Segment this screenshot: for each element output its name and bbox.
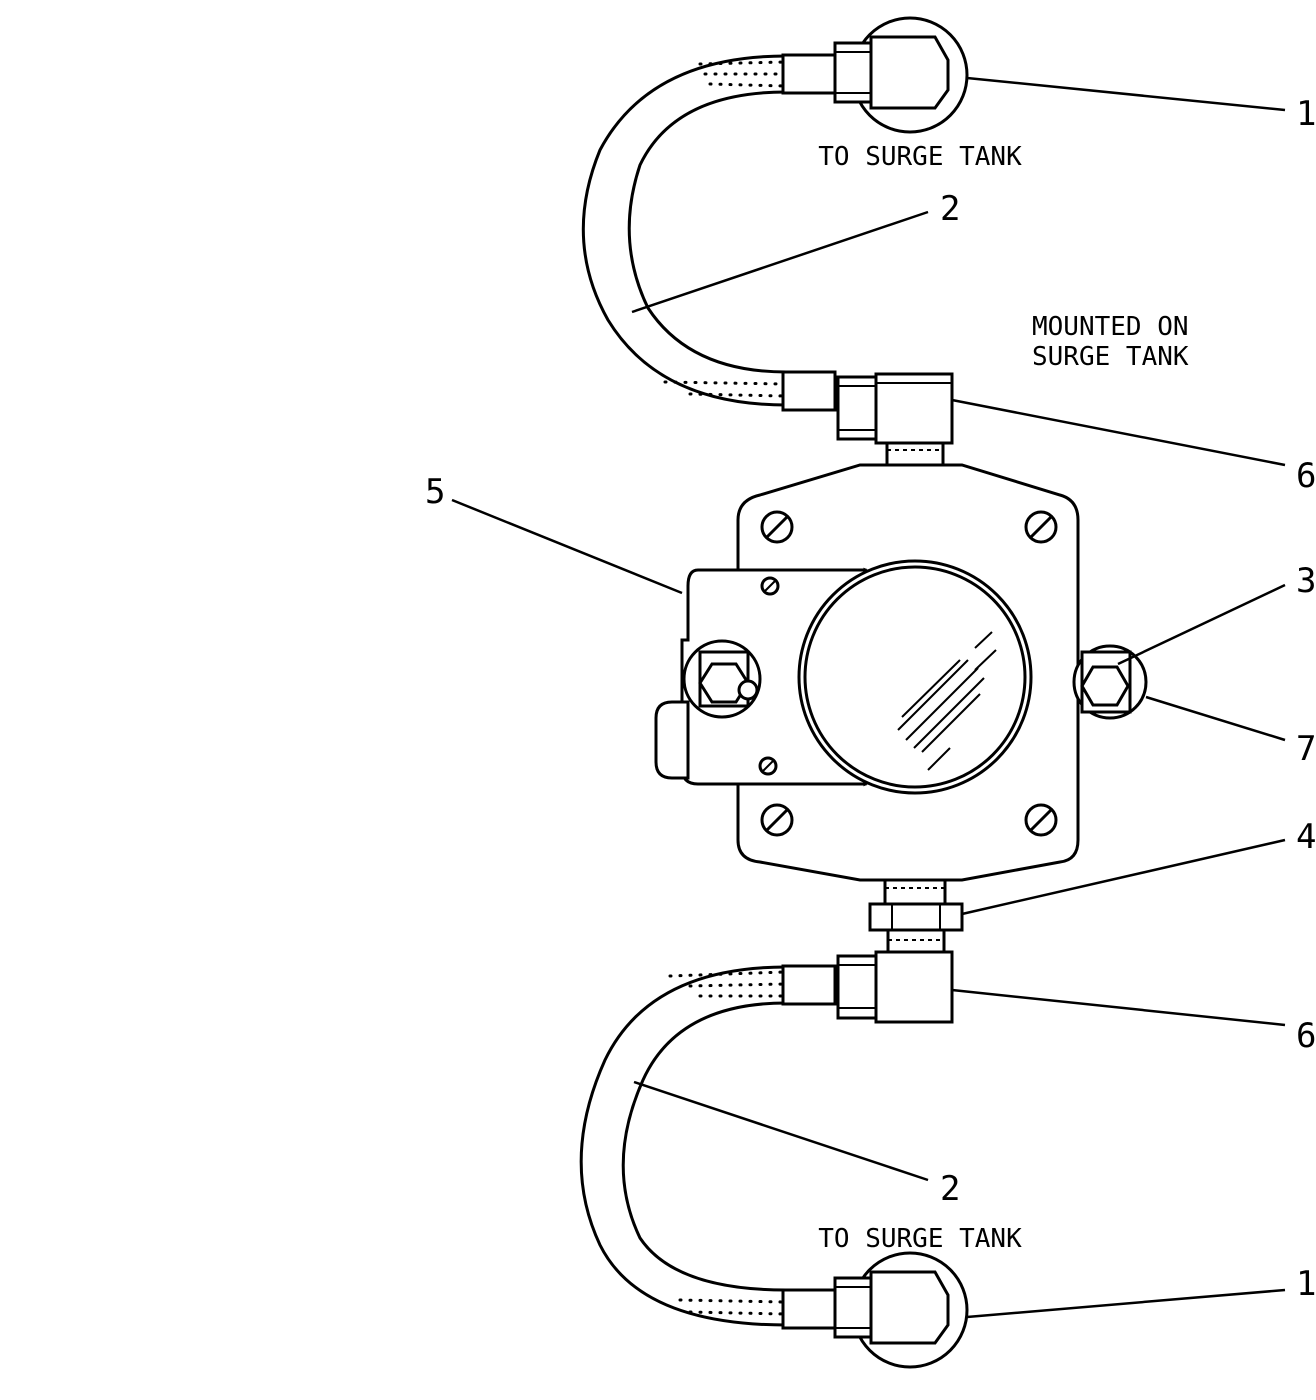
- top-hose-ferrule-upper: [781, 53, 837, 95]
- leader-lines: [451, 76, 1286, 1319]
- corner-screw-bottom-left: [760, 803, 794, 837]
- callout-top-elbow: 6: [1296, 456, 1316, 496]
- callout-right-bolt: 3: [1296, 561, 1316, 601]
- callout-bottom-elbow: 6: [1296, 1016, 1316, 1056]
- callout-adapter: 4: [1296, 817, 1316, 857]
- bottom-hose-assembly: [579, 950, 969, 1369]
- bottom-adapter: [868, 878, 964, 954]
- note-to-surge-tank-bottom: TO SURGE TANK: [818, 1224, 1022, 1254]
- bottom-fitting: [833, 1251, 969, 1369]
- corner-screw-top-right: [1024, 510, 1058, 544]
- corner-screw-top-left: [760, 510, 794, 544]
- callout-bottom-fitting: 1: [1296, 1264, 1316, 1304]
- callout-top-hose: 2: [940, 189, 960, 229]
- top-hose-ferrule-lower: [781, 370, 837, 412]
- sight-gauge-body: [654, 463, 1148, 882]
- note-surge-tank: SURGE TANK: [1032, 342, 1189, 372]
- top-hose-assembly: [581, 16, 969, 469]
- bottom-hose-ferrule-lower: [781, 1288, 837, 1330]
- callout-right-washer: 7: [1296, 729, 1316, 769]
- corner-screw-bottom-right: [1024, 803, 1058, 837]
- sight-glass: [797, 559, 1033, 795]
- note-mounted-on: MOUNTED ON: [1032, 312, 1189, 342]
- callout-bracket: 5: [425, 472, 445, 512]
- callout-bottom-hose: 2: [940, 1169, 960, 1209]
- top-hose: [581, 54, 787, 407]
- left-bolt: [682, 639, 762, 719]
- callout-top-fitting: 1: [1296, 94, 1316, 134]
- bottom-elbow: [836, 950, 954, 1024]
- note-to-surge-tank-top: TO SURGE TANK: [818, 142, 1022, 172]
- top-fitting: [833, 16, 969, 134]
- bottom-hose: [579, 965, 787, 1327]
- top-elbow: [836, 372, 954, 469]
- bottom-hose-ferrule-upper: [781, 964, 837, 1006]
